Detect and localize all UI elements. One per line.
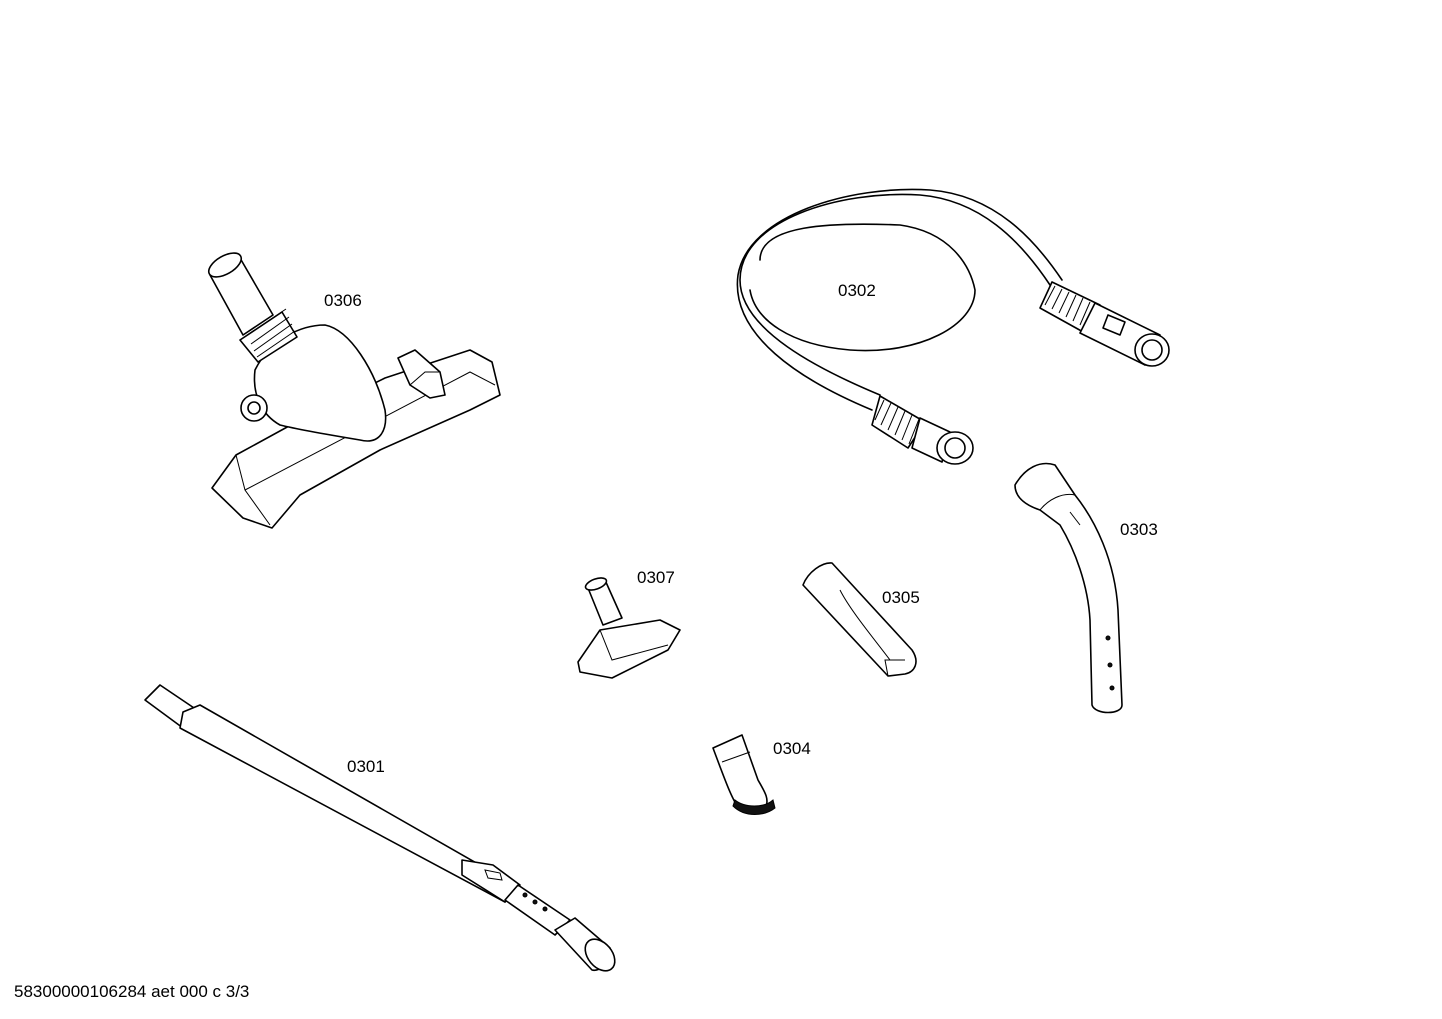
suction-hose-icon[interactable] [736,188,1170,465]
part-label-0305[interactable]: 0305 [882,588,920,607]
part-label-0301[interactable]: 0301 [347,757,385,776]
part-label-0306[interactable]: 0306 [324,291,362,310]
small-nozzle-icon[interactable] [712,734,776,815]
part-label-0303[interactable]: 0303 [1120,520,1158,539]
part-label-0307[interactable]: 0307 [637,568,675,587]
floor-nozzle-icon[interactable] [205,248,501,529]
drawing-reference: 58300000106284 aet 000 c 3/3 [14,982,250,1001]
upholstery-nozzle-icon[interactable] [577,576,681,679]
part-label-0302[interactable]: 0302 [838,281,876,300]
telescopic-tube-icon[interactable] [144,684,621,977]
part-label-0304[interactable]: 0304 [773,739,811,758]
hose-handle-icon[interactable] [1014,462,1123,714]
crevice-nozzle-icon[interactable] [802,562,917,677]
